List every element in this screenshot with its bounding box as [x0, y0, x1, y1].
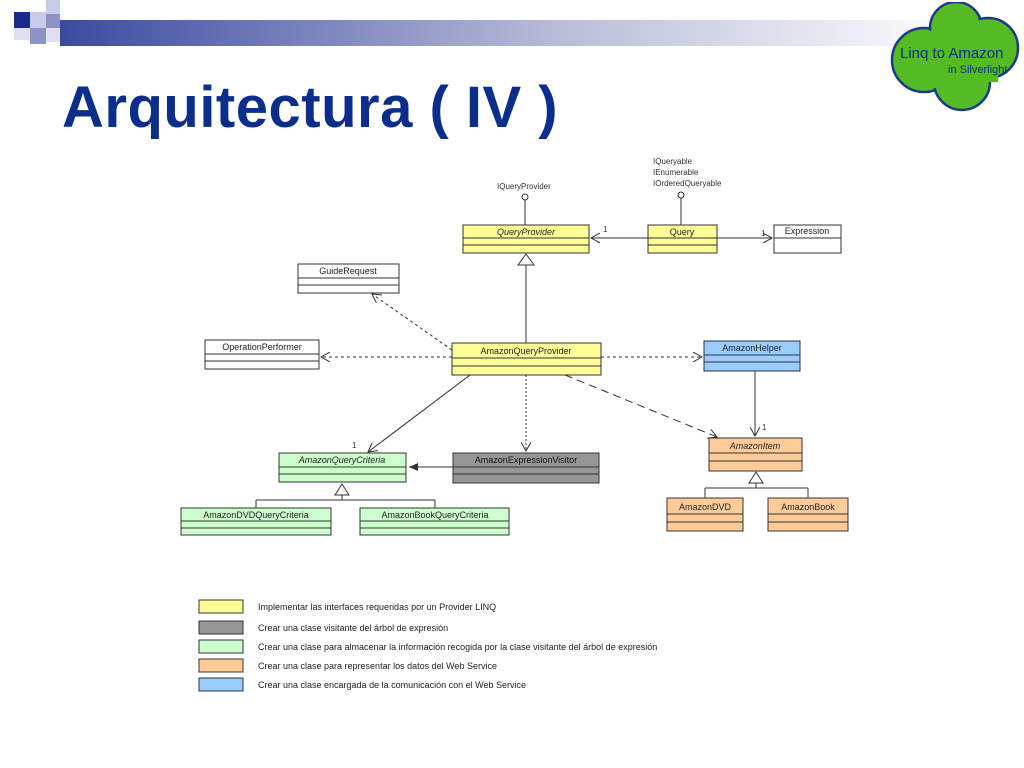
interface-iorderedqueryable: IOrderedQueryable: [653, 179, 722, 188]
legend-item: Crear una clase encargada de la comunica…: [198, 677, 526, 692]
mult-helper-item: 1: [762, 423, 767, 432]
class-amazonquerycriteria-label: AmazonQueryCriteria: [298, 455, 386, 465]
class-amazonexpressionvisitor-label: AmazonExpressionVisitor: [475, 455, 577, 465]
class-queryprovider: QueryProvider: [462, 224, 590, 254]
class-amazonqueryprovider-label: AmazonQueryProvider: [480, 346, 571, 356]
legend: Implementar las interfaces requeridas po…: [198, 599, 657, 692]
slide-title: Arquitectura ( IV ): [62, 75, 559, 140]
logo-line1: Linq to Amazon: [900, 45, 1003, 62]
class-amazonbookquerycriteria: AmazonBookQueryCriteria: [359, 507, 510, 536]
legend-text: Crear una clase encargada de la comunica…: [258, 680, 526, 690]
interface-iqueryprovider: IQueryProvider: [497, 182, 551, 191]
legend-text: Crear una clase visitante del árbol de e…: [258, 623, 448, 633]
legend-swatch: [198, 677, 244, 692]
class-query-label: Query: [670, 227, 695, 237]
class-expression-label: Expression: [785, 226, 830, 236]
linq-to-amazon-logo: Linq to Amazon in Silverlight: [890, 2, 1020, 112]
class-query: Query: [647, 224, 718, 254]
mult-query-expression: 1: [761, 229, 766, 238]
legend-item: Crear una clase para almacenar la inform…: [198, 639, 657, 654]
class-queryprovider-label: QueryProvider: [497, 227, 556, 237]
legend-swatch: [198, 599, 244, 614]
class-amazonhelper: AmazonHelper: [703, 340, 801, 372]
interface-iqueryable: IQueryable: [653, 157, 693, 166]
class-amazonitem-label: AmazonItem: [729, 441, 781, 451]
legend-item: Crear una clase visitante del árbol de e…: [198, 620, 448, 635]
class-amazonbook-label: AmazonBook: [781, 502, 835, 512]
class-amazonqueryprovider: AmazonQueryProvider: [451, 342, 602, 376]
mult-provider-criteria: 1: [352, 441, 357, 450]
class-expression: Expression: [773, 224, 842, 254]
class-amazonhelper-label: AmazonHelper: [722, 343, 782, 353]
class-operationperformer-label: OperationPerformer: [222, 342, 302, 352]
class-amazondvdquerycriteria-label: AmazonDVDQueryCriteria: [203, 510, 309, 520]
mult-query-provider: 1: [603, 225, 608, 234]
class-amazondvd: AmazonDVD: [666, 497, 744, 532]
class-amazonbook: AmazonBook: [767, 497, 849, 532]
legend-text: Crear una clase para almacenar la inform…: [258, 642, 657, 652]
class-amazonbookquerycriteria-label: AmazonBookQueryCriteria: [381, 510, 488, 520]
class-amazondvdquerycriteria: AmazonDVDQueryCriteria: [180, 507, 332, 536]
slide-header-decoration: [14, 0, 960, 46]
class-operationperformer: OperationPerformer: [204, 339, 320, 370]
legend-item: Implementar las interfaces requeridas po…: [198, 599, 496, 614]
class-amazondvd-label: AmazonDVD: [679, 502, 732, 512]
interface-ienumerable: IEnumerable: [653, 168, 699, 177]
class-amazonexpressionvisitor: AmazonExpressionVisitor: [452, 452, 600, 484]
legend-text: Implementar las interfaces requeridas po…: [258, 602, 496, 612]
legend-text: Crear una clase para representar los dat…: [258, 661, 497, 671]
legend-swatch: [198, 639, 244, 654]
class-guiderequest-label: GuideRequest: [319, 266, 377, 276]
legend-swatch: [198, 658, 244, 673]
class-amazonitem: AmazonItem: [708, 437, 803, 472]
logo-line2: in Silverlight: [948, 64, 1007, 76]
legend-swatch: [198, 620, 244, 635]
class-guiderequest: GuideRequest: [297, 263, 400, 294]
legend-item: Crear una clase para representar los dat…: [198, 658, 497, 673]
class-amazonquerycriteria: AmazonQueryCriteria: [278, 452, 407, 483]
